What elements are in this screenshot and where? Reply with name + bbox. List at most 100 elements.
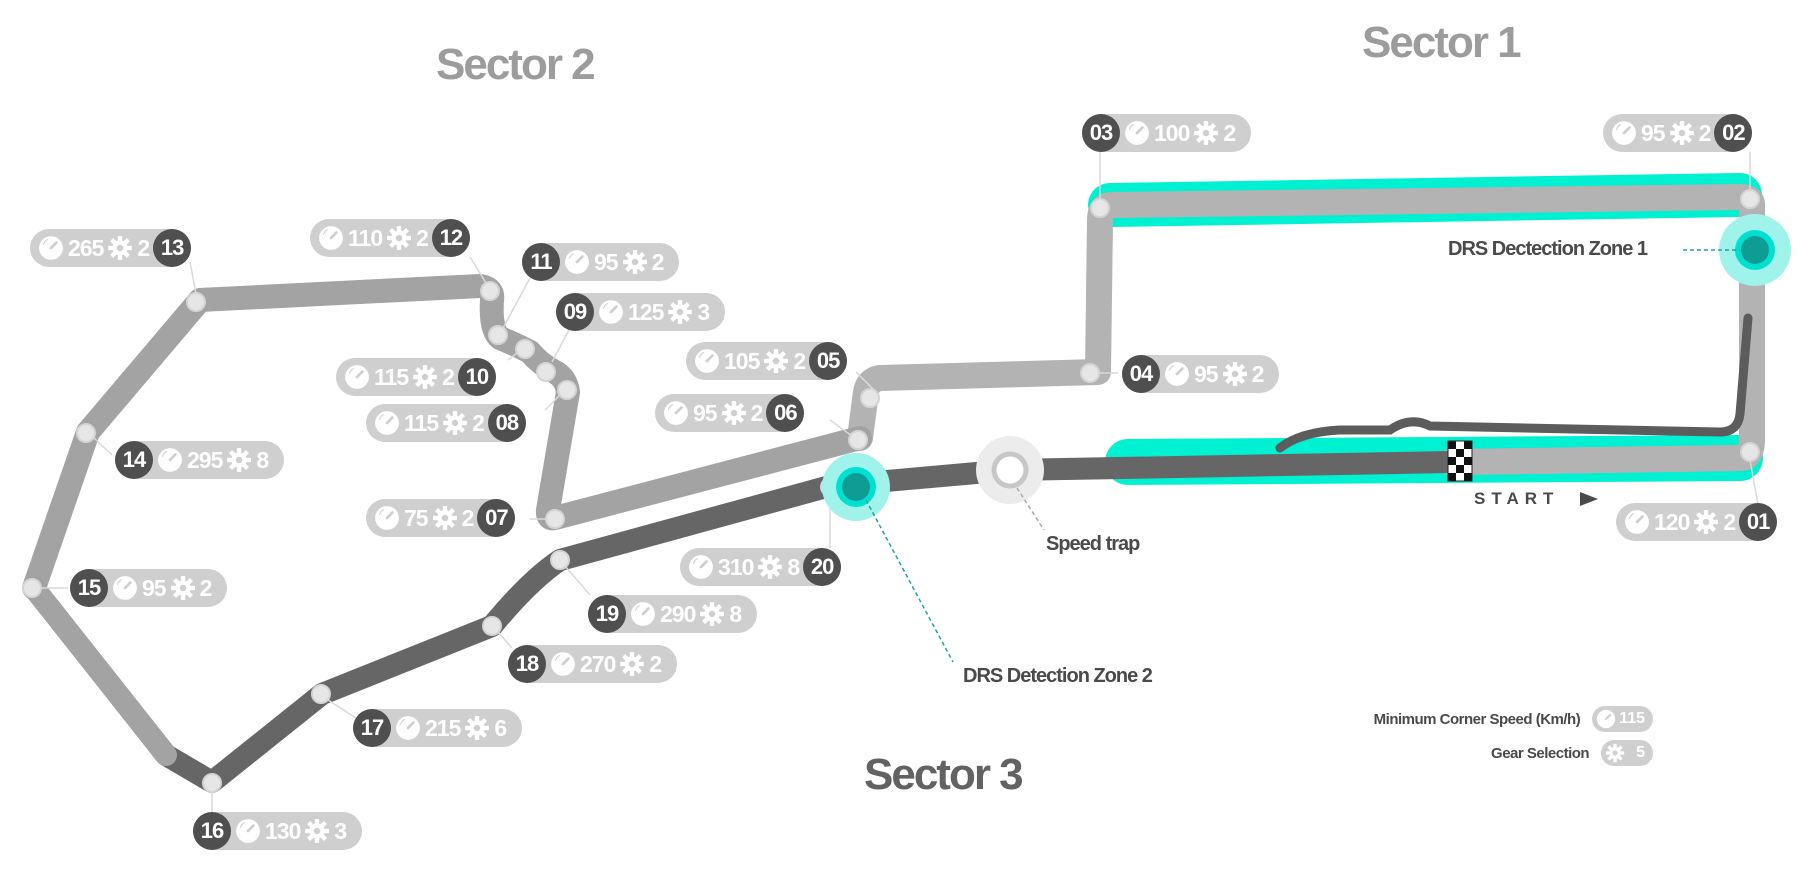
speedometer-icon (375, 411, 399, 435)
corner-gear: 2 (651, 248, 665, 275)
corner-gear: 2 (1723, 508, 1736, 535)
corner-marker-13[interactable] (186, 292, 206, 312)
sector-2-title: Sector 2 (436, 40, 596, 89)
legend-gear-label: Gear Selection (1491, 744, 1590, 762)
corner-min-speed: 215 (425, 714, 461, 741)
corner-marker-08[interactable] (557, 380, 577, 400)
sector-1-title: Sector 1 (1362, 18, 1522, 67)
legend-gear: Gear Selection 5 (1491, 740, 1653, 766)
corner-min-speed: 95 (594, 248, 619, 275)
gear-icon (227, 448, 252, 472)
corner-number-badge: 10 (457, 358, 496, 396)
corner-11-info[interactable]: 11 95 2 (522, 243, 680, 281)
corner-marker-12[interactable] (480, 281, 500, 301)
corner-number-badge: 11 (522, 243, 560, 281)
speedometer-icon (631, 602, 655, 626)
gear-icon (1694, 510, 1719, 534)
corner-gear: 8 (787, 553, 800, 580)
speedometer-icon (396, 716, 420, 740)
speedometer-icon (1597, 709, 1616, 729)
legend-gear-example: 5 (1636, 744, 1645, 761)
corner-gear: 6 (494, 714, 507, 741)
corner-min-speed: 95 (142, 574, 167, 601)
corner-number-badge: 08 (487, 404, 526, 442)
corner-marker-10[interactable] (515, 339, 535, 359)
corner-marker-18[interactable] (482, 616, 502, 636)
start-finish-line (1447, 440, 1473, 482)
speedometer-icon (158, 448, 182, 472)
corner-number-badge: 03 (1082, 114, 1120, 152)
corner-number-badge: 02 (1714, 114, 1753, 152)
corner-marker-15[interactable] (22, 578, 42, 598)
corner-number-badge: 07 (477, 499, 516, 537)
corner-min-speed: 75 (404, 504, 429, 531)
corner-gear: 3 (697, 298, 710, 325)
corner-number-badge: 04 (1122, 355, 1160, 393)
corner-marker-16[interactable] (202, 773, 222, 793)
speedometer-icon (565, 250, 589, 274)
corner-17-info[interactable]: 17 215 6 (353, 709, 523, 747)
drs-detection-zone-1-label: DRS Dectection Zone 1 (1448, 238, 1648, 260)
speedometer-icon (236, 819, 260, 843)
speedometer-icon (113, 576, 137, 600)
speed-trap-label: Speed trap (1046, 533, 1140, 555)
corner-gear: 8 (729, 600, 742, 627)
corner-marker-17[interactable] (311, 684, 331, 704)
speedometer-icon (1625, 510, 1649, 534)
legend-speed-label: Minimum Corner Speed (Km/h) (1373, 710, 1581, 728)
gear-icon (620, 652, 645, 676)
gear-icon (721, 401, 746, 425)
gear-icon (1605, 743, 1625, 763)
corner-number-badge: 01 (1739, 503, 1778, 541)
corner-marker-02[interactable] (1740, 189, 1760, 209)
corner-marker-11[interactable] (488, 325, 508, 345)
leader-lines (41, 152, 1759, 815)
corner-gear: 8 (256, 446, 269, 473)
corner-gear: 2 (416, 224, 429, 251)
start-label: START (1474, 489, 1560, 508)
corner-min-speed: 295 (187, 446, 223, 473)
corner-min-speed: 95 (1194, 360, 1219, 387)
corner-marker-07[interactable] (545, 509, 565, 529)
gear-icon (668, 300, 693, 324)
drs-detection-zone-2-label: DRS Detection Zone 2 (963, 665, 1153, 687)
gear-icon (1194, 121, 1219, 145)
corner-marker-14[interactable] (76, 423, 96, 443)
corner-marker-09[interactable] (536, 362, 556, 382)
corner-marker-05[interactable] (860, 388, 880, 408)
corner-gear: 2 (199, 574, 213, 601)
corner-number-badge: 17 (353, 709, 391, 747)
corner-marker-06[interactable] (848, 430, 868, 450)
sector-3-title: Sector 3 (864, 750, 1024, 799)
corner-marker-19[interactable] (550, 550, 570, 570)
corner-min-speed: 130 (265, 817, 301, 844)
gear-icon (622, 250, 647, 274)
gear-icon (1222, 362, 1247, 386)
speedometer-icon (345, 365, 369, 389)
corner-marker-03[interactable] (1090, 198, 1110, 218)
corner-marker-04[interactable] (1080, 363, 1100, 383)
legend-gear-pill: 5 (1601, 740, 1653, 766)
gear-icon (1669, 121, 1694, 145)
corner-min-speed: 115 (374, 363, 409, 390)
track-sector-1 (847, 184, 1765, 475)
corner-marker-01[interactable] (1740, 442, 1760, 462)
